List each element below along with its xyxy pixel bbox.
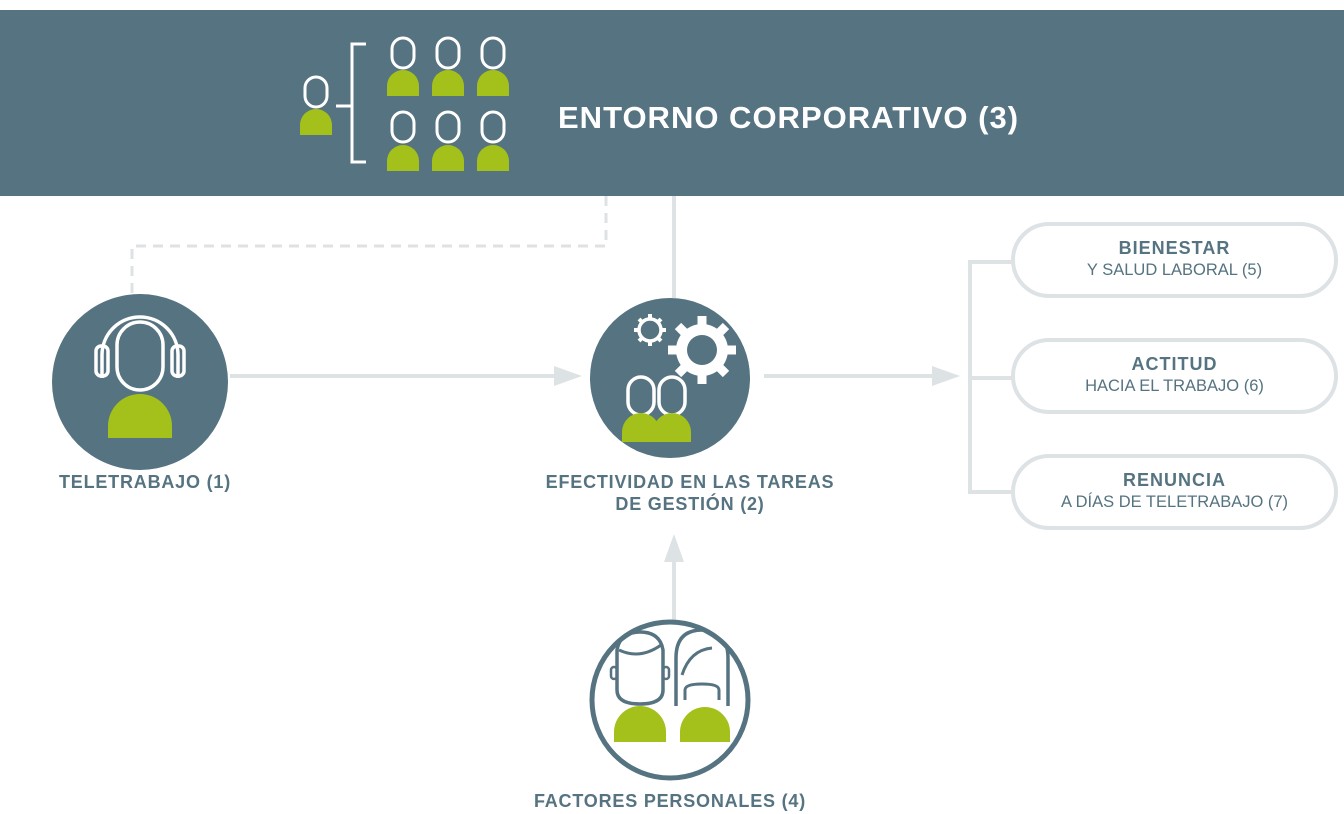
outcome-title: BIENESTAR [1118, 238, 1231, 258]
factores-label: FACTORES PERSONALES (4) [533, 791, 807, 811]
headset-person-icon [94, 315, 186, 438]
efectividad-label: EFECTIVIDAD EN LAS TAREAS DE GESTIÓN (2) [470, 471, 910, 515]
corporate-environment-banner: ENTORNO CORPORATIVO (3) [0, 10, 1344, 196]
outcome-actitud: ACTITUD HACIA EL TRABAJO (6) [1011, 338, 1338, 414]
banner-title: ENTORNO CORPORATIVO (3) [558, 100, 1020, 135]
outcome-bienestar: BIENESTAR Y SALUD LABORAL (5) [1011, 222, 1338, 298]
outcome-title: RENUNCIA [1122, 470, 1226, 490]
connectors [130, 196, 1013, 620]
small-gear-icon [634, 314, 666, 346]
teletrabajo-label: TELETRABAJO (1) [58, 472, 231, 492]
outcome-subtitle: Y SALUD LABORAL (5) [1086, 261, 1263, 279]
outcome-renuncia: RENUNCIA A DÍAS DE TELETRABAJO (7) [1011, 454, 1338, 530]
efectividad-label-line1: EFECTIVIDAD EN LAS TAREAS [545, 472, 835, 492]
corporate-group-icon [300, 36, 509, 171]
large-gear-icon [668, 316, 736, 384]
arrowhead-efectividad [554, 366, 582, 386]
dashed-connector [130, 196, 608, 296]
outcome-bracket [968, 260, 1013, 494]
efectividad-node [590, 298, 750, 458]
teletrabajo-node [52, 294, 228, 470]
outcome-subtitle: HACIA EL TRABAJO (6) [1085, 377, 1264, 395]
factores-node [589, 619, 751, 781]
outcome-title: ACTITUD [1131, 354, 1218, 374]
gears-people-icon [622, 314, 736, 442]
efectividad-label-line2: DE GESTIÓN (2) [615, 494, 765, 514]
outcome-subtitle: A DÍAS DE TELETRABAJO (7) [1060, 493, 1289, 511]
arrowhead-outcomes [932, 366, 960, 386]
arrowhead-factores [664, 534, 684, 562]
man-woman-icon [609, 628, 730, 742]
